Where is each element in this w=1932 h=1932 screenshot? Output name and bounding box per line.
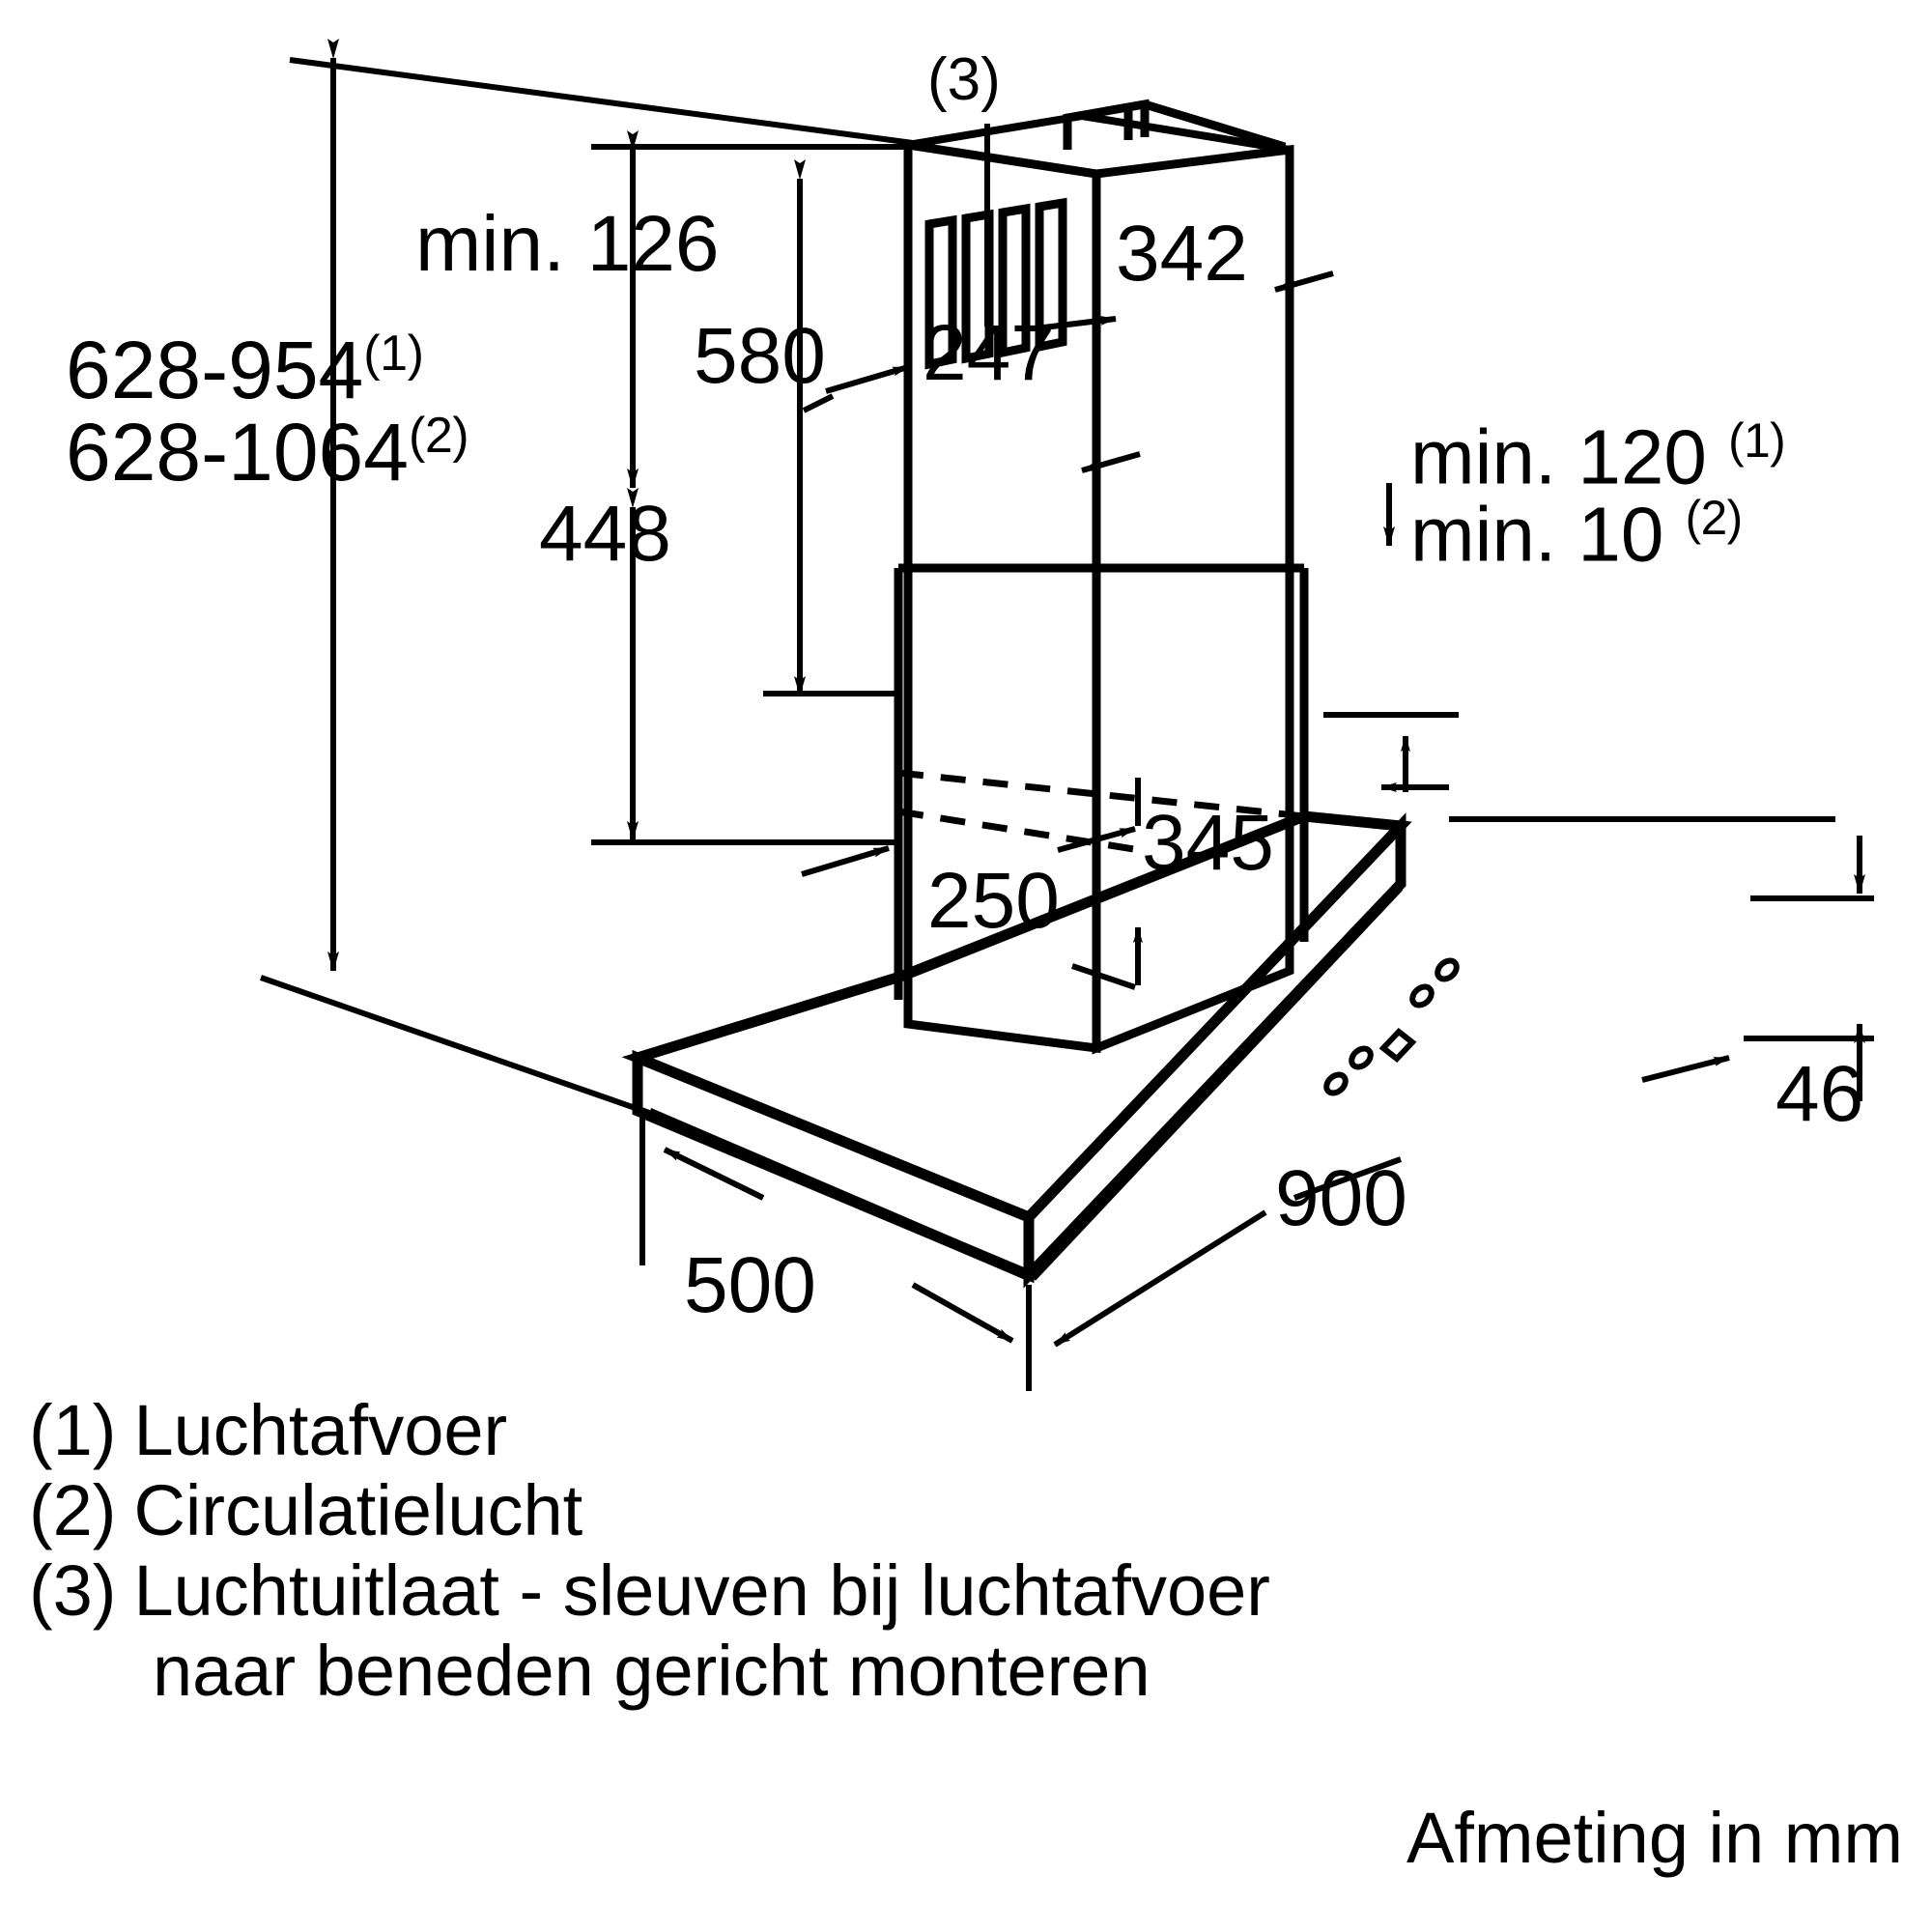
legend-item-3-label: Luchtuitlaat - sleuven bij luchtafvoer	[133, 1549, 1270, 1631]
height-range-2-note: (2)	[409, 408, 469, 464]
chimney-lower	[894, 563, 1309, 1000]
height-range-1-note: (1)	[363, 326, 424, 382]
min-10-value: min. 10	[1410, 491, 1664, 578]
height-range-2-value: 628-1064	[66, 407, 409, 497]
hood-outline-geometry	[260, 39, 1874, 1391]
legend-item-3: (3) Luchtuitlaat - sleuven bij luchtafvo…	[29, 1549, 1671, 1632]
legend-item-2-marker: (2)	[29, 1469, 117, 1550]
height-range-1-value: 628-954	[66, 325, 364, 415]
dim-label-min-120: min. 120 (1)	[1410, 413, 1786, 500]
dim-label-500: 500	[684, 1241, 816, 1329]
legend-item-2-label: Circulatielucht	[133, 1469, 583, 1550]
min-10-note: (2)	[1685, 491, 1744, 545]
air-outlet-slots	[924, 197, 1067, 370]
control-panel	[1323, 957, 1460, 1096]
legend-item-1-label: Luchtafvoer	[133, 1390, 508, 1470]
legend: (1) Luchtafvoer (2) Circulatielucht (3) …	[29, 1390, 1671, 1712]
dim-label-342: 342	[1116, 210, 1248, 298]
units-note: Afmeting in mm	[1406, 1798, 1903, 1878]
legend-item-1-marker: (1)	[29, 1390, 117, 1470]
min-120-value: min. 120	[1410, 413, 1707, 500]
dim-label-580: 580	[694, 312, 826, 400]
legend-item-3-marker: (3)	[29, 1549, 117, 1631]
dim-label-marker-3: (3)	[927, 46, 1001, 113]
dim-label-min-126: min. 126	[415, 200, 720, 288]
dimension-lines	[260, 39, 1874, 1391]
legend-item-3-continuation: naar beneden gericht monteren	[153, 1630, 1151, 1711]
legend-item-2: (2) Circulatielucht	[29, 1469, 1671, 1551]
hidden-edges	[897, 769, 1305, 854]
hood-canopy	[621, 810, 1412, 1289]
dim-label-height-range-2: 628-1064(2)	[66, 411, 469, 493]
dim-label-min-10: min. 10 (2)	[1410, 494, 1743, 574]
chimney-upper	[903, 111, 1294, 1055]
dim-label-46: 46	[1776, 1050, 1864, 1138]
dim-label-250: 250	[927, 857, 1060, 945]
legend-item-1: (1) Luchtafvoer	[29, 1390, 1671, 1471]
dim-label-247: 247	[923, 309, 1055, 397]
min-120-note: (1)	[1728, 413, 1786, 468]
dim-label-900: 900	[1275, 1154, 1407, 1242]
dim-label-448: 448	[539, 490, 671, 578]
dim-label-height-range-1: 628-954(1)	[66, 326, 424, 411]
chimney-duct-stub	[1063, 99, 1287, 152]
dim-label-345: 345	[1142, 799, 1274, 887]
